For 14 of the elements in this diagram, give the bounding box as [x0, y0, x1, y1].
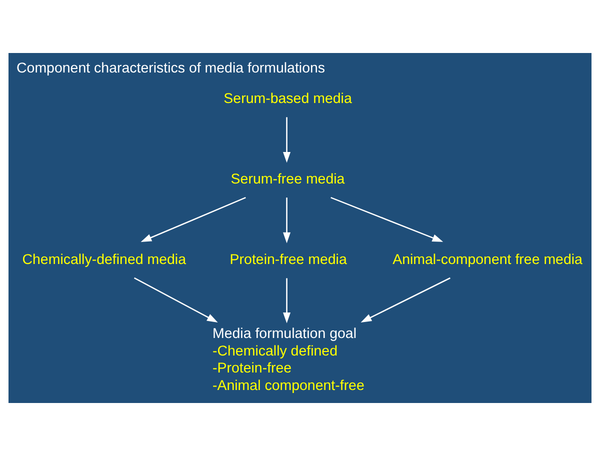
arrow [283, 116, 291, 162]
arrow [283, 278, 291, 323]
arrow [134, 276, 218, 322]
node-text: Animal-component free media [392, 251, 582, 268]
diagram-title: Component characteristics of media formulations [16, 60, 326, 76]
arrow [360, 276, 450, 322]
node-text: Serum-based media [224, 90, 352, 107]
arrow [140, 196, 246, 242]
arrow [283, 197, 291, 243]
node-text: Media formulation goal -Chemically defined -Protein-free -Animal component-free [212, 326, 364, 394]
node-text: Chemically-defined media [22, 251, 186, 268]
node-text: Protein-free media [230, 251, 347, 268]
node-text: Serum-free media [230, 170, 345, 187]
arrow [330, 196, 444, 242]
